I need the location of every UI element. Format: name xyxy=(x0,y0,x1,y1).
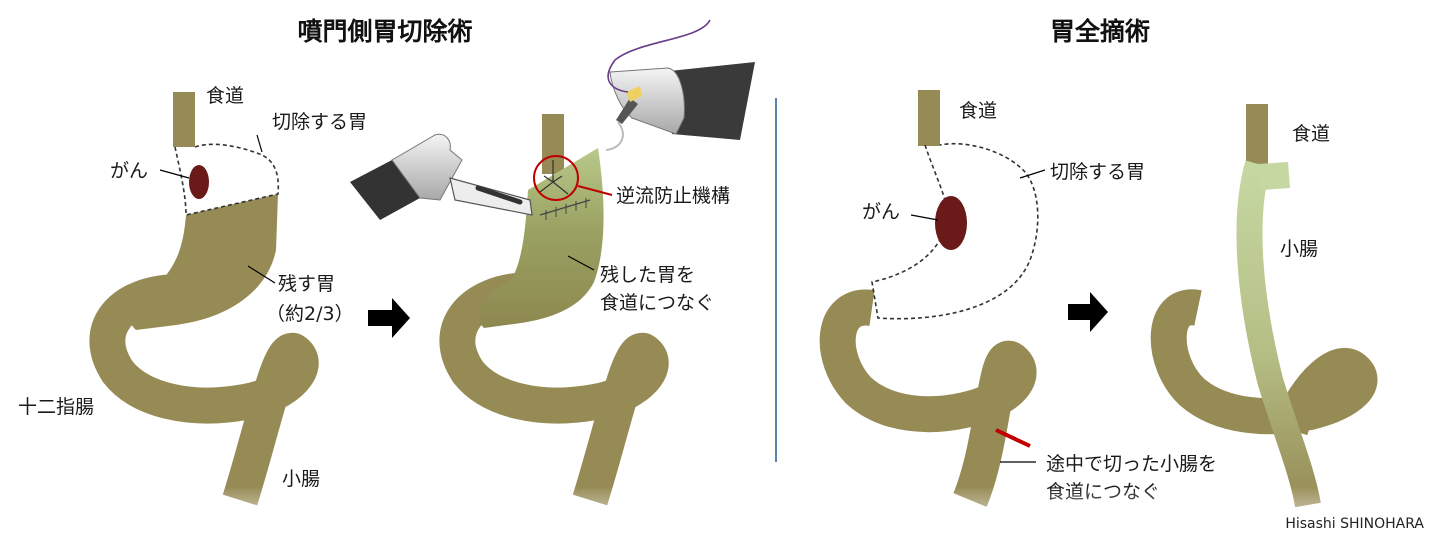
label-remaining-ratio: （約2/3） xyxy=(266,303,354,325)
credit: Hisashi SHINOHARA xyxy=(1285,516,1424,532)
tumor xyxy=(935,196,967,250)
label-esophagus: 食道 xyxy=(206,85,244,107)
surgical-stapler-icon xyxy=(350,133,533,220)
duodenum-intestine xyxy=(439,272,669,506)
surgical-grasper-icon xyxy=(605,19,755,151)
esophagus xyxy=(542,114,564,174)
cut-mark xyxy=(995,428,1031,448)
label-esophagus: 食道 xyxy=(959,100,997,122)
removed-stomach-outline xyxy=(174,143,280,217)
label-esophagus: 食道 xyxy=(1292,123,1330,145)
esophagus xyxy=(918,90,940,146)
remaining-stomach xyxy=(478,148,604,328)
esophagus xyxy=(1246,104,1268,166)
right-title: 胃全摘術 xyxy=(1050,17,1150,46)
remaining-stomach xyxy=(129,194,278,330)
label-removed-stomach: 切除する胃 xyxy=(272,111,367,133)
label-remaining-stomach: 残す胃 xyxy=(278,273,335,295)
panel-total-before: 食道 切除する胃 がん 途中で切った小腸を 食道につなぐ xyxy=(819,90,1217,507)
left-title: 噴門側胃切除術 xyxy=(297,17,472,46)
jejunum-limb xyxy=(1236,160,1321,508)
panel-proximal-before: 食道 切除する胃 がん 残す胃 （約2/3） 十二指腸 小腸 xyxy=(18,85,367,506)
anti-reflux-highlight xyxy=(533,155,579,201)
label-small-intestine: 小腸 xyxy=(282,468,320,490)
duodenum-intestine xyxy=(89,274,319,506)
label-connect-line1: 残した胃を xyxy=(600,264,695,286)
duodenum-loop xyxy=(1150,289,1378,436)
label-cancer: がん xyxy=(110,160,148,182)
label-duodenum: 十二指腸 xyxy=(18,396,94,418)
duodenum-intestine xyxy=(819,289,1037,507)
label-removed-stomach: 切除する胃 xyxy=(1050,161,1145,183)
arrow-right-icon xyxy=(368,298,410,338)
panel-proximal-after: 逆流防止機構 残した胃を 食道につなぐ xyxy=(350,19,755,506)
label-connect-line2: 食道につなぐ xyxy=(600,292,714,314)
tumor xyxy=(189,165,209,199)
label-small-intestine: 小腸 xyxy=(1280,238,1318,260)
label-anti-reflux: 逆流防止機構 xyxy=(616,185,730,207)
arrow-right-icon xyxy=(1068,292,1108,332)
esophagus xyxy=(173,92,195,147)
label-connect-line1: 途中で切った小腸を xyxy=(1046,453,1217,475)
panel-total-after: 食道 小腸 xyxy=(1150,104,1378,508)
removed-stomach-outline xyxy=(871,142,1039,320)
label-cancer: がん xyxy=(862,201,900,223)
